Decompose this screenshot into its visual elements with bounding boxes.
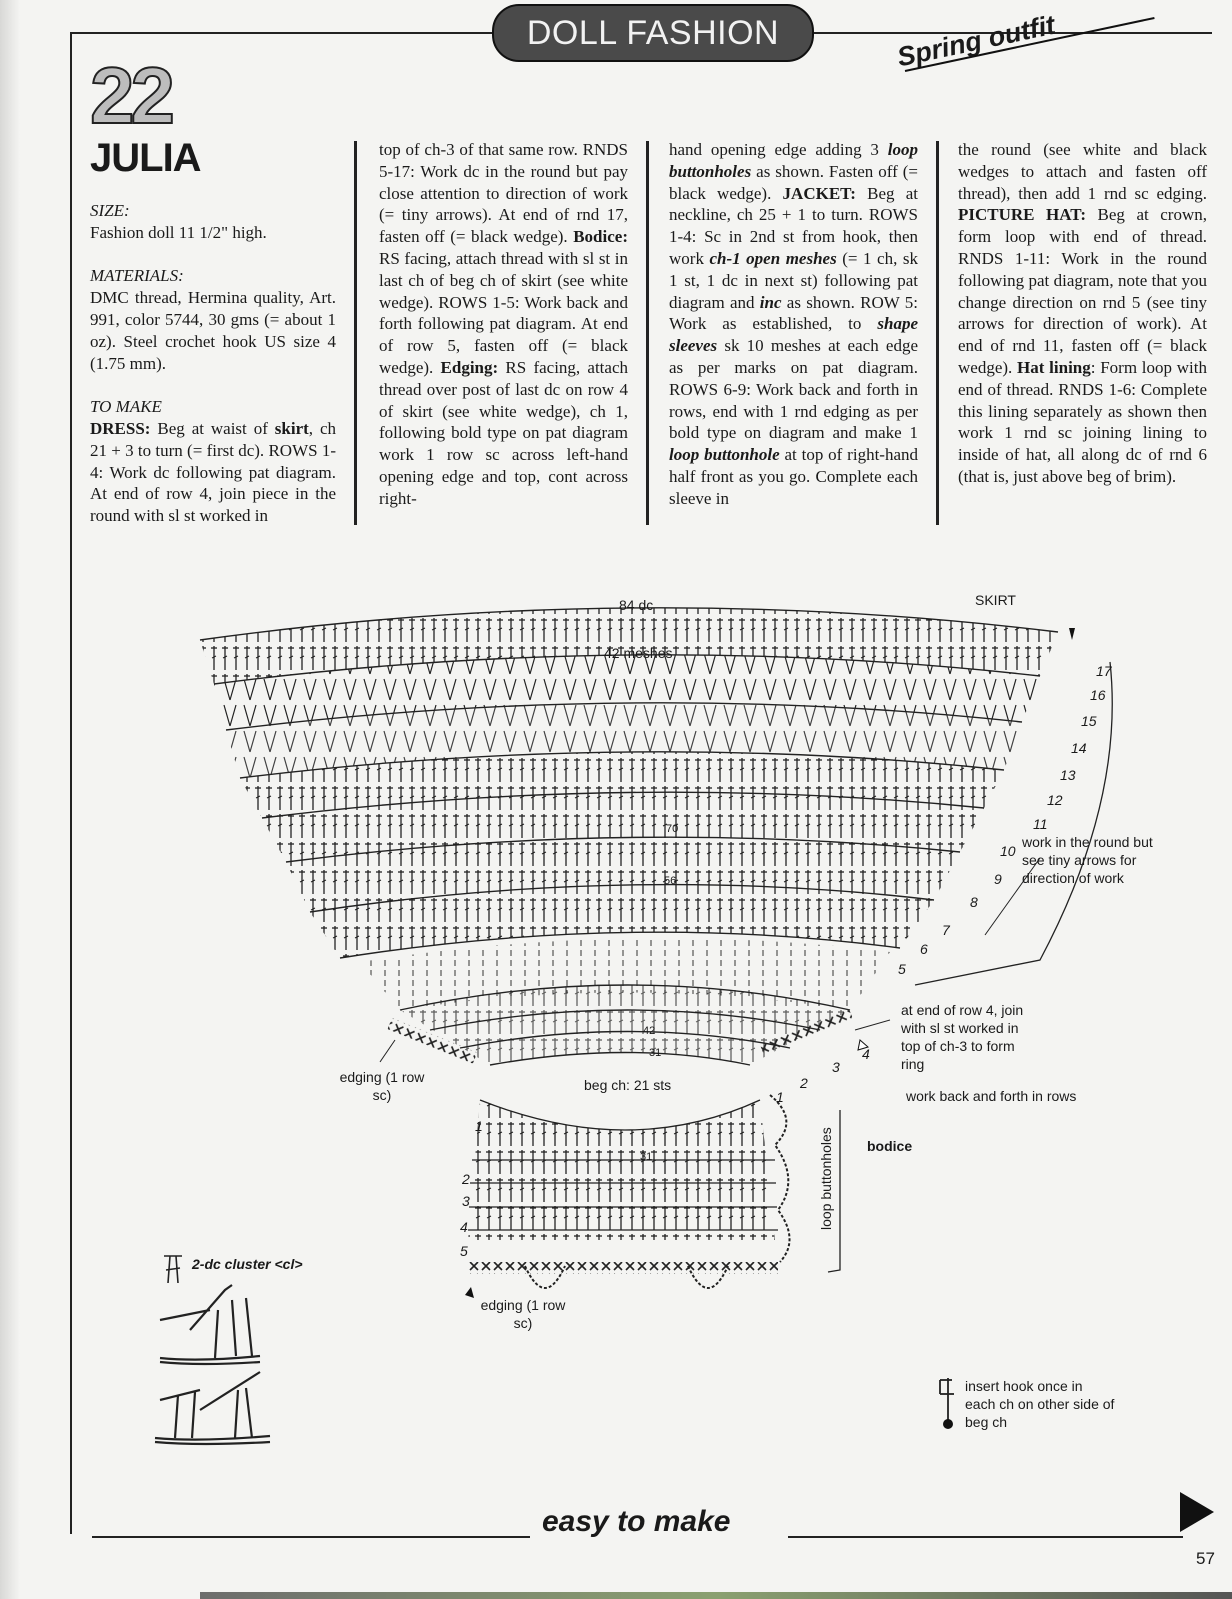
row-14: 14 [1071, 739, 1087, 757]
skirt-label: SKIRT [975, 591, 1016, 609]
cluster-symbol [164, 1256, 182, 1283]
cluster-label: 2-dc cluster <cl> [192, 1255, 303, 1273]
bodice-row-2: 2 [462, 1170, 470, 1188]
count-31-bottom: 31 [640, 1148, 652, 1166]
join-note: at end of row 4, join with sl st worked … [901, 1001, 1041, 1073]
row-9: 9 [994, 870, 1002, 888]
edging-left-label: edging (1 row sc) [337, 1068, 427, 1104]
footer-rule-right [788, 1536, 1183, 1538]
row-12: 12 [1047, 791, 1063, 809]
beg-ch-label: beg ch: 21 sts [584, 1076, 671, 1094]
bodice-row-3: 3 [462, 1192, 470, 1210]
row-10: 10 [1000, 842, 1016, 860]
page-number: 57 [1196, 1549, 1215, 1569]
bodice-row-5: 5 [460, 1242, 468, 1260]
row-11: 11 [1033, 815, 1048, 833]
row-13: 13 [1060, 766, 1076, 784]
bodice-label: bodice [867, 1137, 912, 1155]
row-17: 17 [1096, 662, 1112, 680]
row-8: 8 [970, 893, 978, 911]
meshes-label: 42 meshes [604, 644, 672, 662]
right-row-2: 2 [800, 1074, 808, 1092]
bodice-row-1: 1 [475, 1117, 483, 1135]
bodice-rows [468, 1100, 775, 1240]
count-31-top: 31 [649, 1044, 661, 1062]
insert-hook-symbol [940, 1378, 954, 1422]
row-7: 7 [942, 921, 950, 939]
insert-hook-note: insert hook once in each ch on other sid… [965, 1377, 1115, 1431]
row-16: 16 [1090, 686, 1106, 704]
right-row-1: 1 [776, 1088, 784, 1106]
row-5: 5 [898, 960, 906, 978]
bodice-row-4: 4 [460, 1218, 468, 1236]
next-page-arrow-icon [1180, 1492, 1214, 1532]
count-70: 70 [666, 820, 678, 838]
easy-to-make-logo: easy to make [542, 1505, 730, 1539]
edging-bottom-sc [468, 1262, 778, 1274]
work-in-round-note: work in the round but see tiny arrows fo… [1022, 833, 1172, 887]
bottom-edge-strip [200, 1592, 1232, 1599]
count-56: 56 [664, 872, 676, 890]
count-42: 42 [643, 1022, 655, 1040]
top-count-label: 84 dc [619, 596, 653, 614]
back-forth-note: work back and forth in rows [906, 1087, 1076, 1105]
cluster-illustration [155, 1285, 270, 1444]
footer-rule-left [92, 1536, 530, 1538]
right-row-3: 3 [832, 1058, 840, 1076]
right-row-4: 4 [862, 1045, 870, 1063]
loop-buttonholes-label: loop buttonholes [817, 1127, 835, 1230]
row-15: 15 [1081, 712, 1097, 730]
edging-bottom-label: edging (1 row sc) [478, 1296, 568, 1332]
row-6: 6 [920, 940, 928, 958]
